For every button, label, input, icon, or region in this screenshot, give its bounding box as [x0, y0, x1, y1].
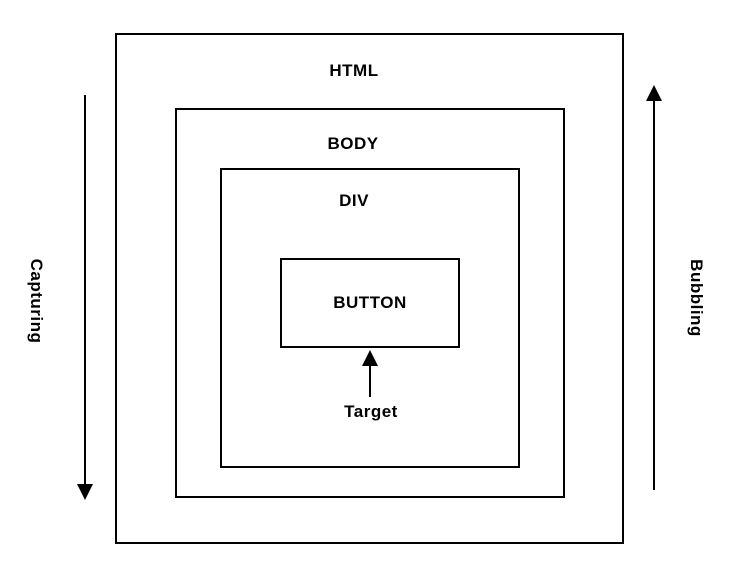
div-box-label: DIV: [339, 191, 369, 210]
bubbling-label: Bubbling: [687, 259, 706, 337]
div-box: [220, 168, 520, 468]
body-box-label: BODY: [327, 134, 379, 153]
bubbling-arrowhead-icon: [646, 85, 662, 101]
button-box: [280, 258, 460, 348]
capturing-arrowhead-icon: [77, 484, 93, 500]
body-box: [175, 108, 565, 498]
button-box-label: BUTTON: [333, 293, 407, 312]
target-arrowhead-icon: [362, 350, 378, 366]
bubbling-arrow-line: [653, 99, 655, 490]
target-label: Target: [344, 402, 398, 421]
capturing-arrow-line: [84, 95, 86, 487]
html-box: [115, 33, 624, 544]
html-box-label: HTML: [329, 61, 379, 80]
capturing-label: Capturing: [27, 258, 46, 344]
target-arrow-line: [369, 362, 371, 397]
